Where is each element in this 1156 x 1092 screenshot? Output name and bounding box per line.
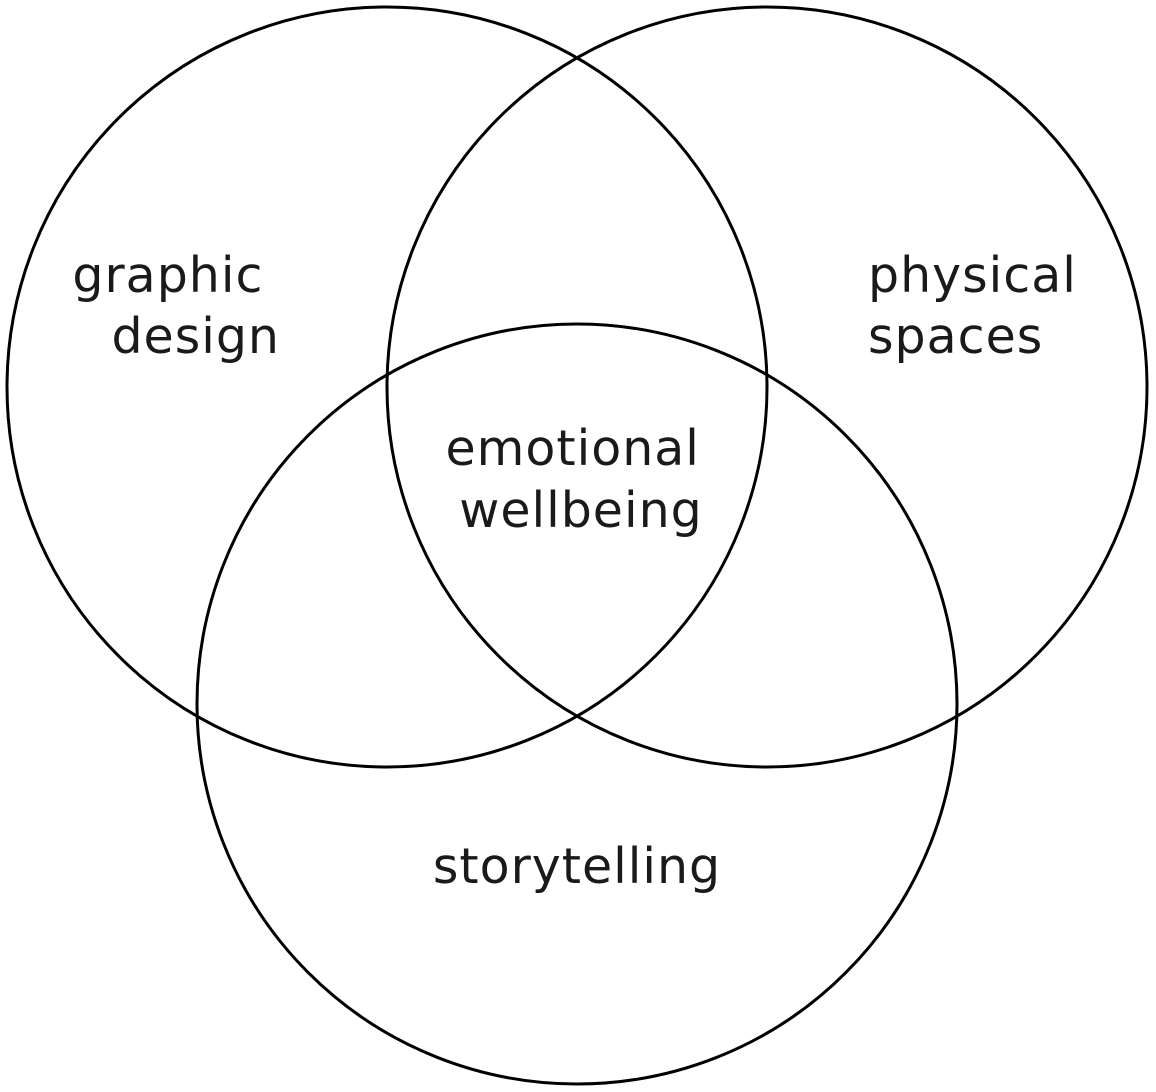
graphic-design-label-line-2: design xyxy=(111,308,280,365)
graphic-design-label-line-1: graphic xyxy=(72,247,263,304)
storytelling-circle xyxy=(195,322,959,1086)
storytelling-label-line-1: storytelling xyxy=(433,838,721,895)
physical-spaces-label-line-1: physical xyxy=(868,247,1077,304)
graphic-design-circle xyxy=(5,5,769,769)
graphic-design-label: graphic design xyxy=(72,247,280,365)
physical-spaces-circle xyxy=(385,5,1149,769)
physical-spaces-label-line-2: spaces xyxy=(868,308,1043,365)
storytelling-label: storytelling xyxy=(433,838,721,895)
emotional-wellbeing-label-line-2: wellbeing xyxy=(459,482,702,539)
emotional-wellbeing-label-line-1: emotional xyxy=(446,420,700,477)
physical-spaces-label: physical spaces xyxy=(868,247,1093,365)
emotional-wellbeing-label: emotional wellbeing xyxy=(446,420,717,539)
